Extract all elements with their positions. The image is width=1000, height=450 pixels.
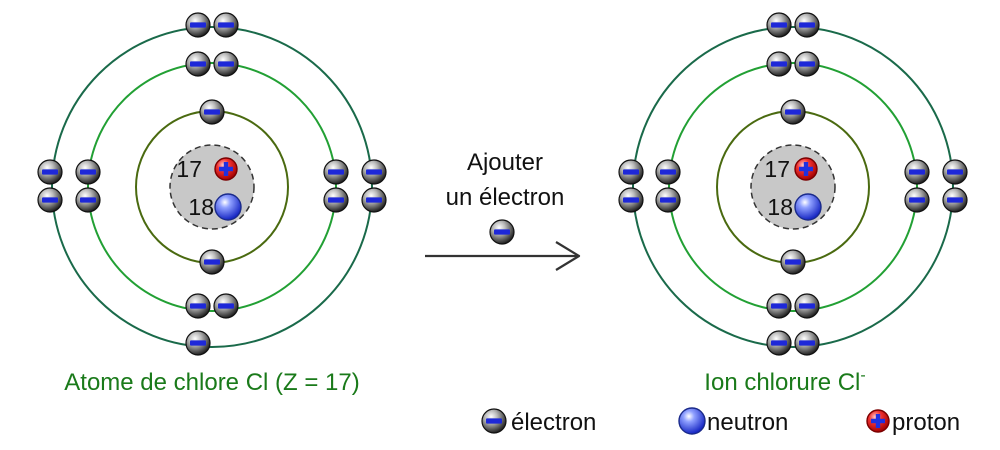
electron-icon <box>185 330 211 356</box>
electron-icon <box>618 159 644 185</box>
electron-icon <box>655 187 681 213</box>
electron-icon <box>361 159 387 185</box>
electron-icon <box>323 187 349 213</box>
arrow-label-line2: un électron <box>446 184 565 211</box>
electron-icon <box>199 99 225 125</box>
electron-icon <box>199 249 225 275</box>
electron-icon <box>766 12 792 38</box>
chloride-ion: 17 18 Ion chlorure Cl- <box>618 12 968 396</box>
electron-icon <box>942 159 968 185</box>
chlorine-atom: 17 18 Atome de chlore Cl (Z = 17) <box>37 12 387 396</box>
electron-icon <box>361 187 387 213</box>
electron-icon <box>75 187 101 213</box>
atom-proton-icon <box>214 157 238 181</box>
atom-neutron-icon <box>214 193 242 221</box>
legend-neutron-label: neutron <box>707 409 788 436</box>
ion-shell-middle <box>668 62 918 312</box>
electron-icon <box>904 187 930 213</box>
electron-icon <box>37 159 63 185</box>
electron-icon <box>213 293 239 319</box>
electron-icon <box>794 12 820 38</box>
electron-icon <box>780 249 806 275</box>
ion-caption: Ion chlorure Cl- <box>704 367 865 396</box>
electron-icon <box>766 293 792 319</box>
electron-icon <box>794 51 820 77</box>
electron-icon <box>794 293 820 319</box>
atom-shell-middle <box>87 62 337 312</box>
ion-caption-main: Ion chlorure Cl <box>704 369 860 396</box>
ion-proton-icon <box>794 157 818 181</box>
atom-neutron-count: 18 <box>188 194 214 220</box>
electron-icon <box>37 187 63 213</box>
electron-icon <box>213 12 239 38</box>
legend-electron-label: électron <box>511 409 596 436</box>
ion-proton-count: 17 <box>764 156 790 182</box>
electron-icon <box>213 51 239 77</box>
electron-icon <box>185 51 211 77</box>
atom-proton-count: 17 <box>176 156 202 182</box>
electron-icon <box>75 159 101 185</box>
legend-proton-label: proton <box>892 409 960 436</box>
ion-neutron-icon <box>794 193 822 221</box>
electron-icon <box>323 159 349 185</box>
added-electron-icon <box>489 219 515 245</box>
arrow-label-line1: Ajouter <box>467 149 543 176</box>
add-electron-arrow: Ajouter un électron <box>425 149 581 271</box>
ion-shell-outer <box>632 26 954 348</box>
arrow-head <box>555 241 581 271</box>
electron-icon <box>780 99 806 125</box>
legend-electron-icon <box>481 408 507 434</box>
electron-icon <box>185 12 211 38</box>
legend-proton-icon <box>866 409 890 433</box>
electron-icon <box>655 159 681 185</box>
legend-neutron-icon <box>678 407 706 435</box>
electron-icon <box>185 293 211 319</box>
electron-icon <box>766 330 792 356</box>
ion-neutron-count: 18 <box>767 194 793 220</box>
ion-caption-sup: - <box>860 367 865 384</box>
electron-icon <box>618 187 644 213</box>
electron-icon <box>904 159 930 185</box>
electron-icon <box>766 51 792 77</box>
electron-icon <box>942 187 968 213</box>
atom-caption: Atome de chlore Cl (Z = 17) <box>64 369 359 396</box>
electron-icon <box>794 330 820 356</box>
legend: électron neutron proton <box>481 407 960 436</box>
atom-shell-outer <box>51 26 373 348</box>
